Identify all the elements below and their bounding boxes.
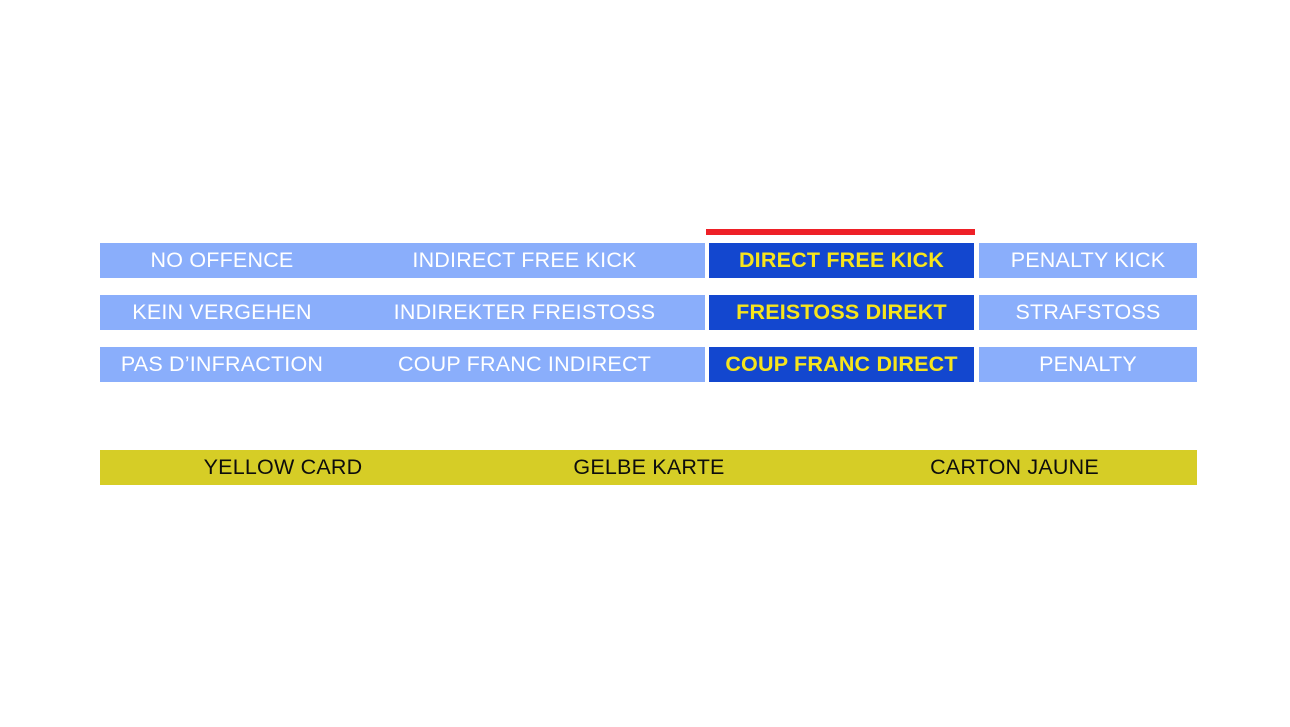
row-gap-left-en xyxy=(705,243,709,278)
decision-row-english: NO OFFENCE INDIRECT FREE KICK DIRECT FRE… xyxy=(100,243,1197,278)
decision-row-french: PAS D’INFRACTION COUP FRANC INDIRECT COU… xyxy=(100,347,1197,382)
decision-cell-no-offence-de[interactable]: KEIN VERGEHEN xyxy=(100,295,344,330)
decision-cell-indirect-free-kick-fr[interactable]: COUP FRANC INDIRECT xyxy=(344,347,705,382)
decision-cell-no-offence-fr[interactable]: PAS D’INFRACTION xyxy=(100,347,344,382)
row-gap-right-de xyxy=(974,295,979,330)
yellow-card-label-fr: CARTON JAUNE xyxy=(930,455,1099,479)
decision-cell-indirect-free-kick-en[interactable]: INDIRECT FREE KICK xyxy=(344,243,705,278)
decision-cell-indirect-free-kick-de[interactable]: INDIREKTER FREISTOSS xyxy=(344,295,705,330)
decision-matrix: NO OFFENCE INDIRECT FREE KICK DIRECT FRE… xyxy=(100,243,1197,382)
decision-row-german: KEIN VERGEHEN INDIREKTER FREISTOSS FREIS… xyxy=(100,295,1197,330)
decision-cell-direct-free-kick-fr[interactable]: COUP FRANC DIRECT xyxy=(709,347,974,382)
decision-cell-no-offence-en[interactable]: NO OFFENCE xyxy=(100,243,344,278)
row-gap-right-fr xyxy=(974,347,979,382)
decision-cell-direct-free-kick-en[interactable]: DIRECT FREE KICK xyxy=(709,243,974,278)
decision-cell-penalty-fr[interactable]: PENALTY xyxy=(979,347,1197,382)
yellow-card-bar[interactable]: YELLOW CARD GELBE KARTE CARTON JAUNE xyxy=(100,450,1197,485)
yellow-card-label-en: YELLOW CARD xyxy=(203,455,363,479)
decision-cell-direct-free-kick-de[interactable]: FREISTOSS DIREKT xyxy=(709,295,974,330)
decision-cell-penalty-kick-en[interactable]: PENALTY KICK xyxy=(979,243,1197,278)
row-gap-left-fr xyxy=(705,347,709,382)
row-gap-left-de xyxy=(705,295,709,330)
row-gap-right-en xyxy=(974,243,979,278)
decision-cell-penalty-kick-de[interactable]: STRAFSTOSS xyxy=(979,295,1197,330)
yellow-card-label-de: GELBE KARTE xyxy=(573,455,725,479)
highlight-accent-line xyxy=(706,229,975,235)
